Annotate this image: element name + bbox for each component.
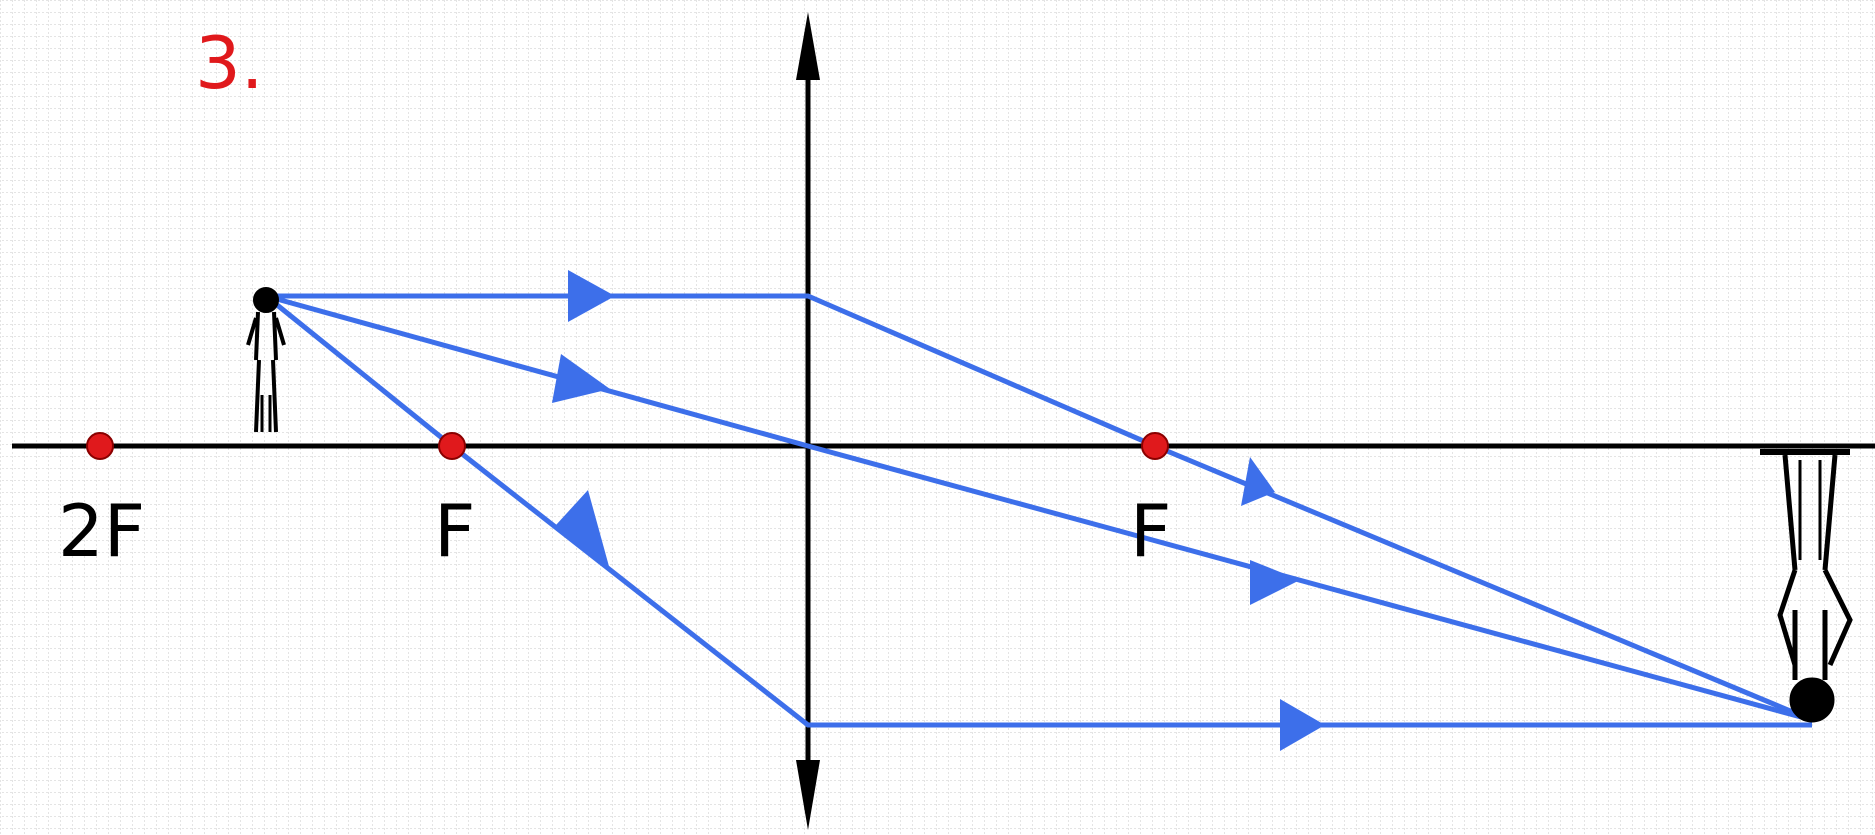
- ray-arrowhead: [1241, 457, 1275, 506]
- ray-arrowhead: [568, 270, 615, 322]
- label-f-left: F: [434, 489, 475, 573]
- focal-point-f-left: [438, 432, 466, 460]
- lens-bottom-arrowhead: [796, 760, 820, 830]
- focal-points: [86, 432, 1169, 460]
- converging-lens: [796, 12, 820, 830]
- problem-number: 3.: [195, 21, 264, 105]
- lens-top-arrowhead: [796, 12, 820, 80]
- focal-point-2f: [86, 432, 114, 460]
- ray-arrowhead: [556, 490, 610, 570]
- central-ray: [265, 293, 1813, 723]
- ray-arrowhead: [552, 354, 610, 403]
- object-figure: [246, 287, 286, 433]
- image-figure: [1760, 449, 1853, 723]
- ray-arrowhead: [1280, 699, 1325, 751]
- focal-point-f-right: [1141, 432, 1169, 460]
- parallel-ray: [266, 293, 1813, 723]
- label-2f: 2F: [58, 489, 145, 573]
- ray-arrowheads: [552, 270, 1325, 751]
- ray-arrowhead: [1250, 560, 1300, 605]
- label-f-right: F: [1130, 489, 1171, 573]
